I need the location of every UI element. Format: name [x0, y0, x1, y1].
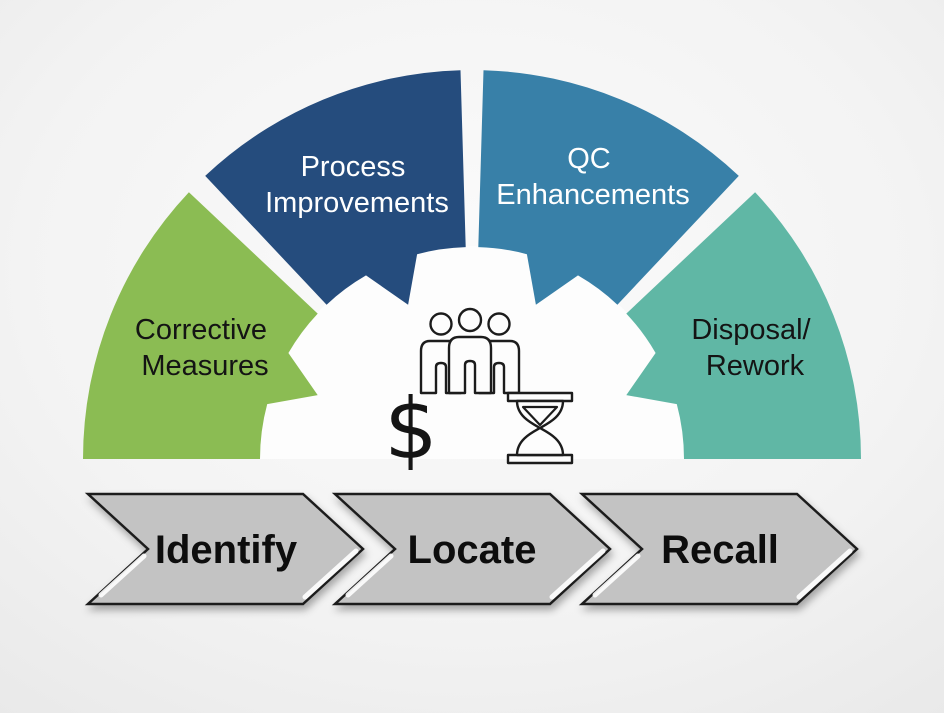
arrow-recall-shape — [578, 492, 859, 606]
arrow-recall-label: Recall — [661, 528, 779, 572]
segment-qc-enhancements — [478, 70, 739, 305]
center-icons: $ — [384, 307, 574, 478]
segment-label-qc-enhancements: QC Enhancements — [496, 143, 689, 211]
arrow-recall: Recall — [578, 492, 859, 606]
dollar-icon: $ — [384, 380, 437, 478]
arrow-identify-shape — [84, 492, 365, 606]
segment-label-corrective-measures: Corrective Measures — [135, 314, 275, 382]
arrow-locate-label: Locate — [408, 528, 537, 572]
arrow-identify-label: Identify — [155, 528, 298, 572]
segment-label-disposal-rework: Disposal/ Rework — [691, 314, 818, 382]
arrow-locate-shape — [331, 492, 612, 606]
process-arrows: Identify Locate Recall — [84, 492, 859, 606]
segment-label-process-improvements: Process Improvements — [265, 151, 449, 219]
arrow-locate: Locate — [331, 492, 612, 606]
wheel: Corrective Measures Process Improvements… — [83, 70, 861, 459]
arrow-identify: Identify — [84, 492, 365, 606]
segment-disposal-rework — [626, 192, 861, 459]
hourglass-icon — [506, 391, 574, 465]
segment-corrective-measures — [83, 192, 318, 459]
segment-process-improvements — [205, 70, 466, 305]
